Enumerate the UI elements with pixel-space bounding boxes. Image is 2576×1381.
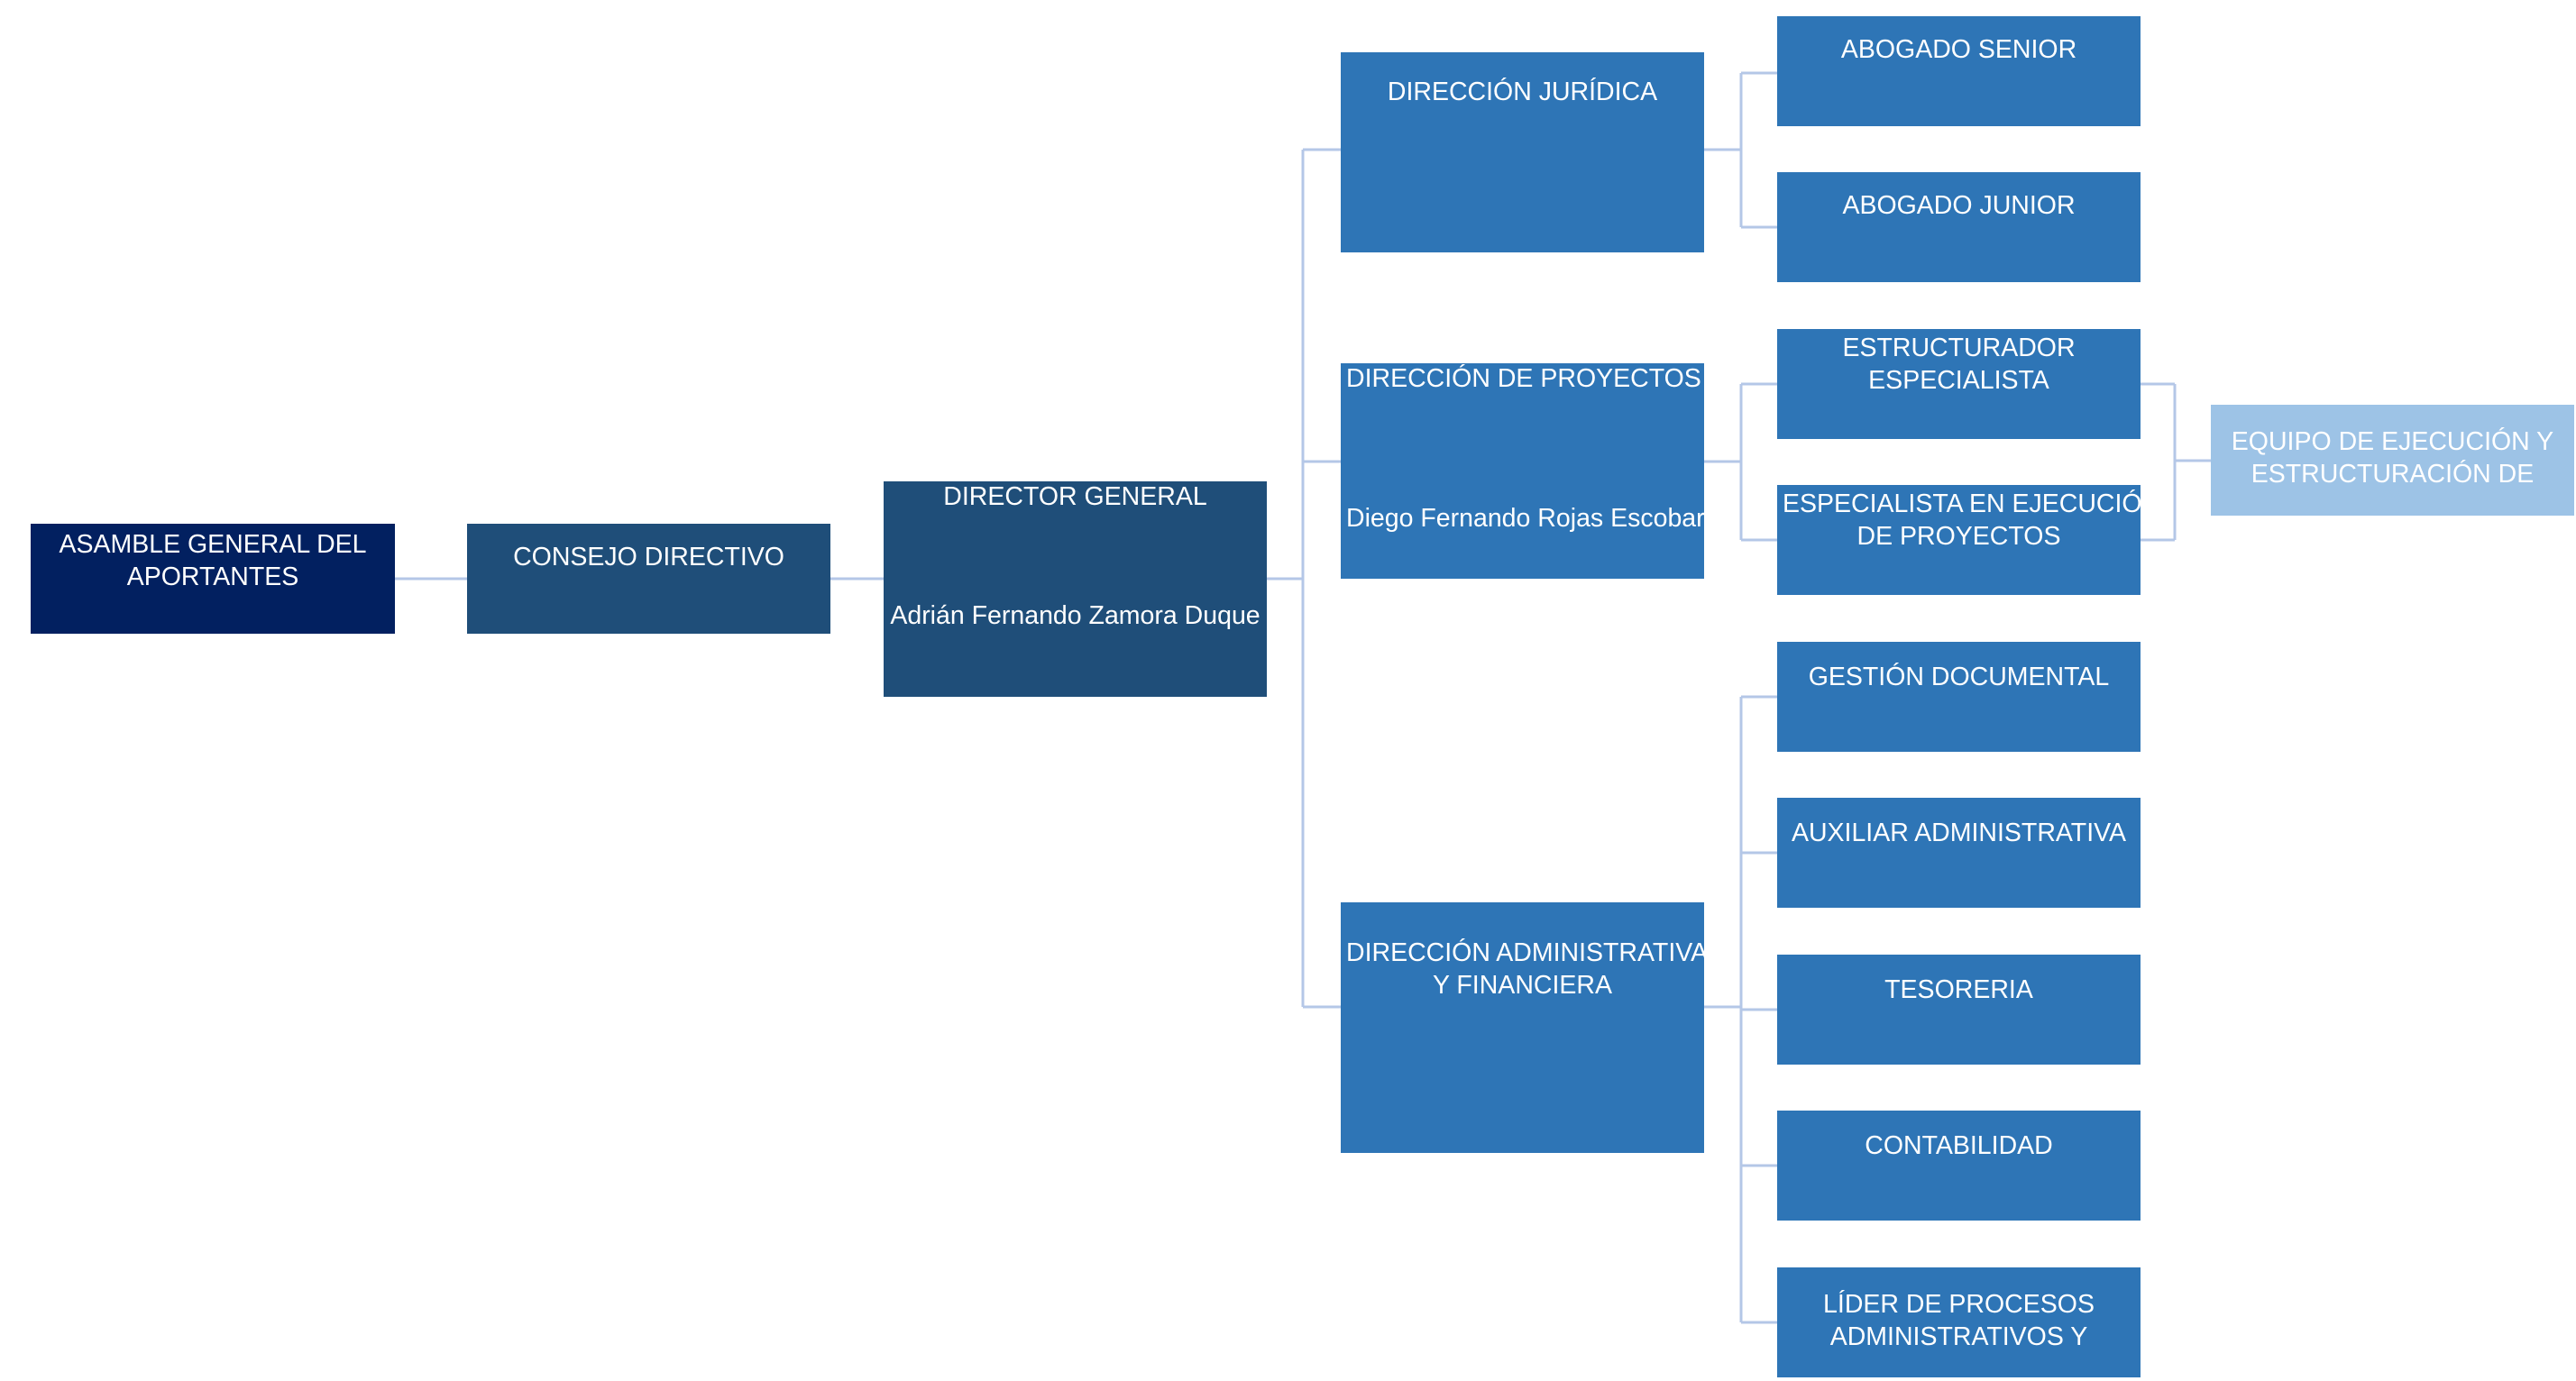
node-asamblea-line-1: ASAMBLE GENERAL DEL — [59, 530, 367, 559]
node-consejo-directivo: CONSEJO DIRECTIVO — [467, 524, 830, 634]
node-tesoreria-line-1: TESORERIA — [1884, 975, 2033, 1004]
node-gestion-line-1: GESTIÓN DOCUMENTAL — [1808, 663, 2110, 691]
node-abogado-junior: ABOGADO JUNIOR — [1777, 172, 2141, 282]
node-auxiliar-line-1: AUXILIAR ADMINISTRATIVA — [1791, 819, 2127, 847]
node-juridica-line-1: DIRECCIÓN JURÍDICA — [1387, 78, 1658, 106]
node-asamblea-line-2: APORTANTES — [126, 562, 299, 591]
node-abogado-junior-line-1: ABOGADO JUNIOR — [1842, 191, 2076, 220]
node-consejo-line-1: CONSEJO DIRECTIVO — [513, 543, 784, 572]
node-direccion-administrativa: DIRECCIÓN ADMINISTRATIVA Y FINANCIERA — [1341, 902, 1704, 1153]
node-contabilidad: CONTABILIDAD — [1777, 1111, 2141, 1221]
node-especialista-line-2: DE PROYECTOS — [1856, 521, 2061, 551]
node-abogado-senior-line-1: ABOGADO SENIOR — [1840, 35, 2077, 64]
node-contabilidad-line-1: CONTABILIDAD — [1865, 1131, 2053, 1160]
node-equipo-line-1: EQUIPO DE EJECUCIÓN Y — [2231, 427, 2554, 456]
node-especialista-line-1: ESPECIALISTA EN EJECUCIÓN — [1783, 489, 2141, 518]
node-gestion-documental: GESTIÓN DOCUMENTAL — [1777, 642, 2141, 752]
node-estructurador-line-1: ESTRUCTURADOR — [1842, 334, 2076, 362]
node-admin-line-2: Y FINANCIERA — [1432, 970, 1612, 1000]
node-estructurador-especialista: ESTRUCTURADOR ESPECIALISTA — [1777, 329, 2141, 439]
node-direccion-proyectos: DIRECCIÓN DE PROYECTOS Diego Fernando Ro… — [1341, 363, 1704, 579]
node-estructurador-line-2: ESPECIALISTA — [1868, 365, 2049, 395]
node-tesoreria: TESORERIA — [1777, 955, 2141, 1065]
node-asamblea-general: ASAMBLE GENERAL DEL APORTANTES — [31, 524, 395, 634]
node-lider-line-2: ADMINISTRATIVOS Y — [1829, 1322, 2088, 1351]
node-direccion-juridica: DIRECCIÓN JURÍDICA — [1341, 52, 1704, 252]
node-director-general: DIRECTOR GENERAL Adrián Fernando Zamora … — [884, 481, 1267, 697]
node-especialista-ejecucion: ESPECIALISTA EN EJECUCIÓN DE PROYECTOS — [1777, 485, 2141, 595]
node-lider-line-1: LÍDER DE PROCESOS — [1823, 1290, 2095, 1319]
node-admin-line-1: DIRECCIÓN ADMINISTRATIVA — [1346, 938, 1704, 967]
node-equipo-line-2: ESTRUCTURACIÓN DE — [2251, 459, 2535, 489]
node-director-name: Adrián Fernando Zamora Duque — [890, 600, 1260, 630]
node-auxiliar-administrativa: AUXILIAR ADMINISTRATIVA — [1777, 798, 2141, 908]
node-equipo-ejecucion: EQUIPO DE EJECUCIÓN Y ESTRUCTURACIÓN DE — [2211, 405, 2574, 516]
node-proyectos-name: Diego Fernando Rojas Escobar — [1346, 503, 1704, 533]
node-director-title: DIRECTOR GENERAL — [943, 482, 1207, 511]
node-proyectos-title: DIRECCIÓN DE PROYECTOS — [1346, 364, 1701, 393]
node-lider-procesos: LÍDER DE PROCESOS ADMINISTRATIVOS Y — [1777, 1267, 2141, 1377]
node-abogado-senior: ABOGADO SENIOR — [1777, 16, 2141, 126]
